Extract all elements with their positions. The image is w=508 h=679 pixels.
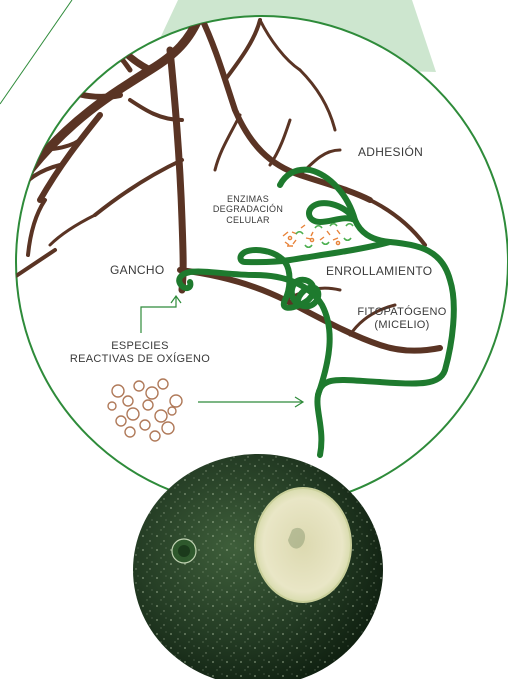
label-pathogen: FITOPATÓGENO (MICELIO) xyxy=(350,306,454,331)
label-enzymes-line1: ENZIMAS xyxy=(206,194,290,204)
label-enzymes: ENZIMAS DEGRADACIÓN CELULAR xyxy=(206,194,290,225)
label-pathogen-line1: FITOPATÓGENO xyxy=(350,306,454,319)
label-enzymes-line3: CELULAR xyxy=(206,215,290,225)
label-ros: ESPECIES REACTIVAS DE OXÍGENO xyxy=(52,340,228,365)
label-coiling: ENROLLAMIENTO xyxy=(326,265,432,279)
label-pathogen-line2: (MICELIO) xyxy=(350,319,454,332)
label-enzymes-line2: DEGRADACIÓN xyxy=(206,204,290,214)
label-ros-line2: REACTIVAS DE OXÍGENO xyxy=(52,353,228,366)
label-ros-line1: ESPECIES xyxy=(52,340,228,353)
label-adhesion: ADHESIÓN xyxy=(358,146,423,160)
label-hook: GANCHO xyxy=(110,264,164,278)
